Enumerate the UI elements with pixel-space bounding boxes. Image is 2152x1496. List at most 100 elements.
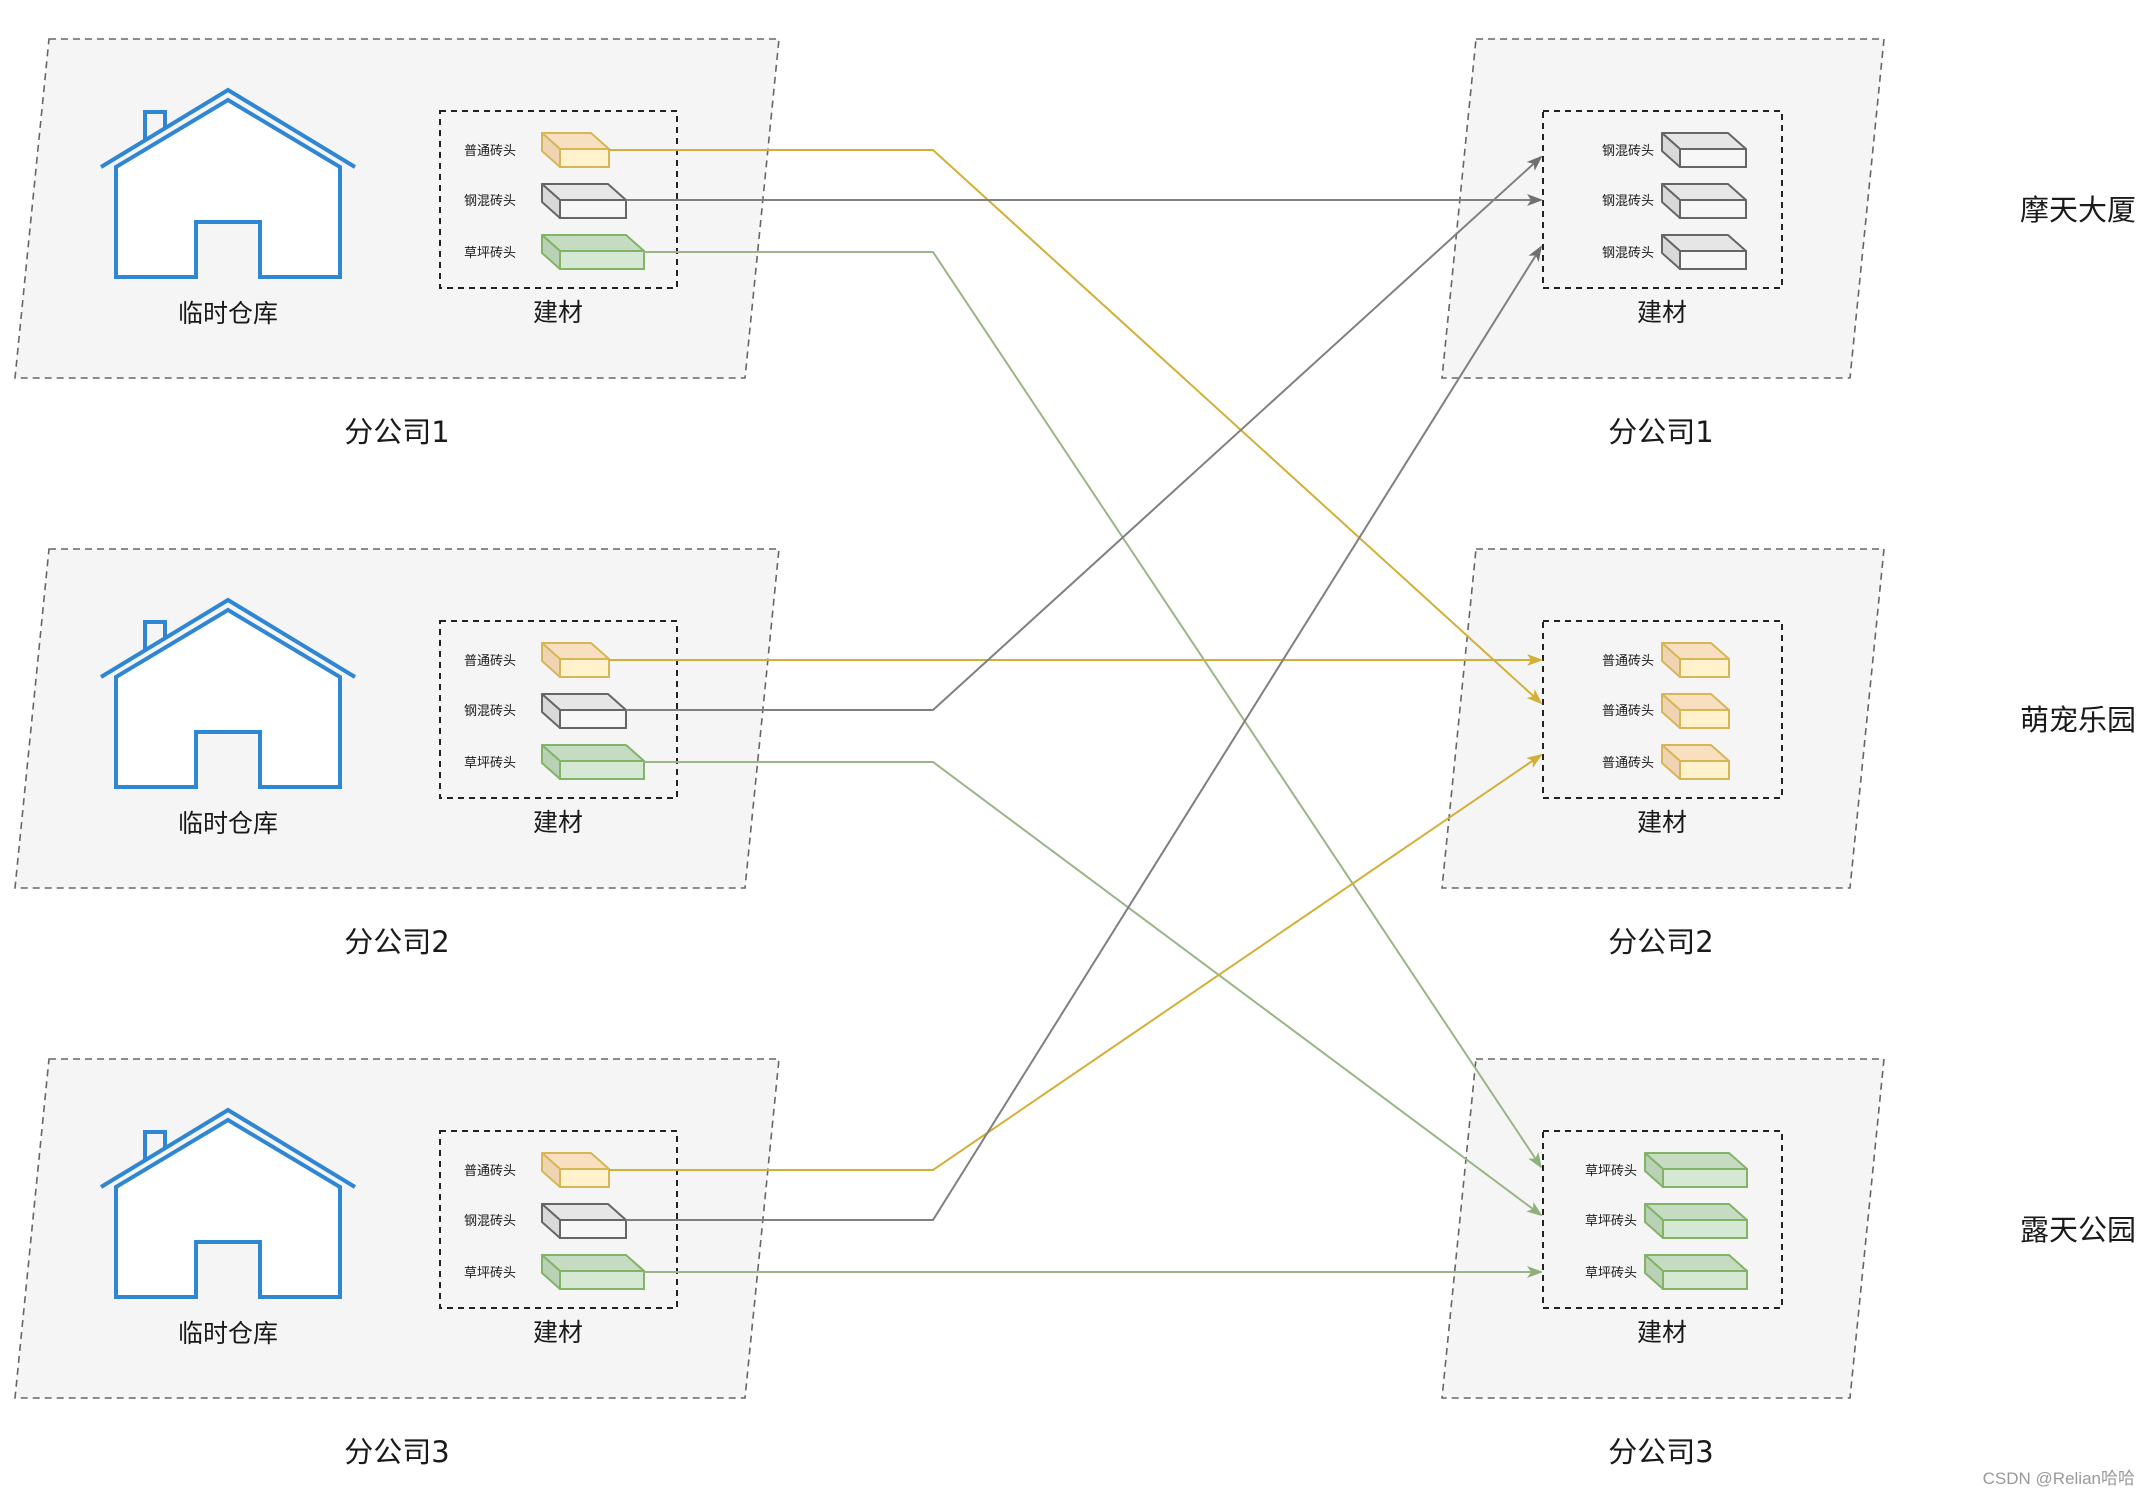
brick-front-face: [559, 1270, 645, 1290]
brick-icon-lawn: [1644, 1203, 1748, 1239]
material-item: 普通砖头: [464, 1152, 610, 1188]
transfer-arrow-ordinary: [609, 149, 1543, 705]
brick-front-face: [559, 1219, 627, 1239]
roof-line: [99, 87, 357, 169]
project-label: 萌宠乐园: [2020, 703, 2136, 737]
material-item: 钢混砖头: [464, 183, 627, 219]
brick-icon-ordinary: [541, 132, 610, 168]
house-body: [114, 607, 342, 789]
materials-label: 建材: [1637, 1318, 1687, 1347]
connections-layer: [609, 149, 1543, 1278]
warehouse-house-icon: [99, 1107, 357, 1299]
transfer-arrow-concrete: [626, 245, 1543, 1221]
brick-icon-ordinary: [1661, 744, 1730, 780]
branch-panel: [1441, 38, 1885, 379]
brick-front-face: [1679, 199, 1747, 219]
brick-front-face: [559, 760, 645, 780]
roof-line: [99, 597, 357, 679]
brick-front-face: [559, 709, 627, 729]
brick-icon-lawn: [1644, 1254, 1748, 1290]
material-item: 普通砖头: [1602, 642, 1730, 678]
material-label: 普通砖头: [464, 144, 516, 159]
branch-label: 分公司1: [1608, 415, 1713, 449]
brick-icon-concrete: [1661, 183, 1747, 219]
branch-label: 分公司1: [344, 415, 449, 449]
material-item: 普通砖头: [464, 642, 610, 678]
material-item: 草坪砖头: [1585, 1203, 1748, 1239]
material-item: 钢混砖头: [464, 693, 627, 729]
material-item: 草坪砖头: [464, 1254, 645, 1290]
brick-icon-lawn: [541, 234, 645, 270]
material-item: 草坪砖头: [464, 744, 645, 780]
branch-label: 分公司2: [344, 925, 449, 959]
brick-icon-lawn: [541, 744, 645, 780]
warehouse-label: 临时仓库: [178, 1319, 278, 1348]
materials-label: 建材: [533, 808, 583, 837]
material-label: 普通砖头: [1602, 756, 1654, 771]
material-label: 草坪砖头: [1585, 1164, 1637, 1179]
watermark: CSDN @Relian哈哈: [1983, 1469, 2135, 1488]
branch-panel: [1441, 548, 1885, 889]
brick-front-face: [1662, 1219, 1748, 1239]
materials-label: 建材: [533, 1318, 583, 1347]
chimney: [143, 110, 167, 140]
materials-box: [439, 110, 678, 289]
brick-icon-lawn: [541, 1254, 645, 1290]
material-label: 钢混砖头: [464, 704, 516, 719]
material-item: 钢混砖头: [1602, 183, 1747, 219]
brick-icon-concrete: [541, 183, 627, 219]
brick-front-face: [559, 148, 610, 168]
brick-front-face: [1679, 760, 1730, 780]
material-item: 草坪砖头: [1585, 1254, 1748, 1290]
transfer-arrow-ordinary: [609, 753, 1543, 1171]
brick-icon-concrete: [1661, 132, 1747, 168]
material-item: 草坪砖头: [1585, 1152, 1748, 1188]
brick-icon-concrete: [541, 1203, 627, 1239]
chimney: [143, 620, 167, 650]
material-label: 普通砖头: [1602, 704, 1654, 719]
materials-label: 建材: [1637, 298, 1687, 327]
materials-box: [439, 620, 678, 799]
material-item: 普通砖头: [464, 132, 610, 168]
project-label: 摩天大厦: [2020, 193, 2136, 227]
brick-front-face: [1662, 1168, 1748, 1188]
brick-front-face: [559, 199, 627, 219]
materials-label: 建材: [533, 298, 583, 327]
material-label: 钢混砖头: [464, 1214, 516, 1229]
material-label: 钢混砖头: [1602, 144, 1654, 159]
material-label: 普通砖头: [464, 654, 516, 669]
brick-icon-ordinary: [1661, 642, 1730, 678]
transfer-arrow-lawn: [644, 761, 1543, 1217]
material-label: 钢混砖头: [464, 194, 516, 209]
material-label: 草坪砖头: [464, 1266, 516, 1281]
material-label: 草坪砖头: [1585, 1266, 1637, 1281]
material-label: 草坪砖头: [1585, 1214, 1637, 1229]
brick-front-face: [559, 658, 610, 678]
brick-front-face: [1679, 148, 1747, 168]
material-item: 钢混砖头: [1602, 132, 1747, 168]
material-item: 普通砖头: [1602, 693, 1730, 729]
material-item: 钢混砖头: [464, 1203, 627, 1239]
materials-label: 建材: [1637, 808, 1687, 837]
material-label: 草坪砖头: [464, 246, 516, 261]
material-item: 钢混砖头: [1602, 234, 1747, 270]
brick-front-face: [1679, 658, 1730, 678]
warehouse-label: 临时仓库: [178, 299, 278, 328]
roof-line: [99, 1107, 357, 1189]
house-body: [114, 1117, 342, 1299]
branch-label: 分公司3: [344, 1435, 449, 1469]
transfer-arrow-concrete: [626, 155, 1543, 711]
branch-label: 分公司2: [1608, 925, 1713, 959]
branch-label: 分公司3: [1608, 1435, 1713, 1469]
brick-front-face: [559, 250, 645, 270]
source-branch-2: 临时仓库建材普通砖头钢混砖头草坪砖头分公司2: [14, 548, 780, 959]
project-label: 露天公园: [2020, 1213, 2136, 1247]
warehouse-house-icon: [99, 87, 357, 279]
material-label: 钢混砖头: [1602, 194, 1654, 209]
warehouse-house-icon: [99, 597, 357, 789]
brick-icon-lawn: [1644, 1152, 1748, 1188]
